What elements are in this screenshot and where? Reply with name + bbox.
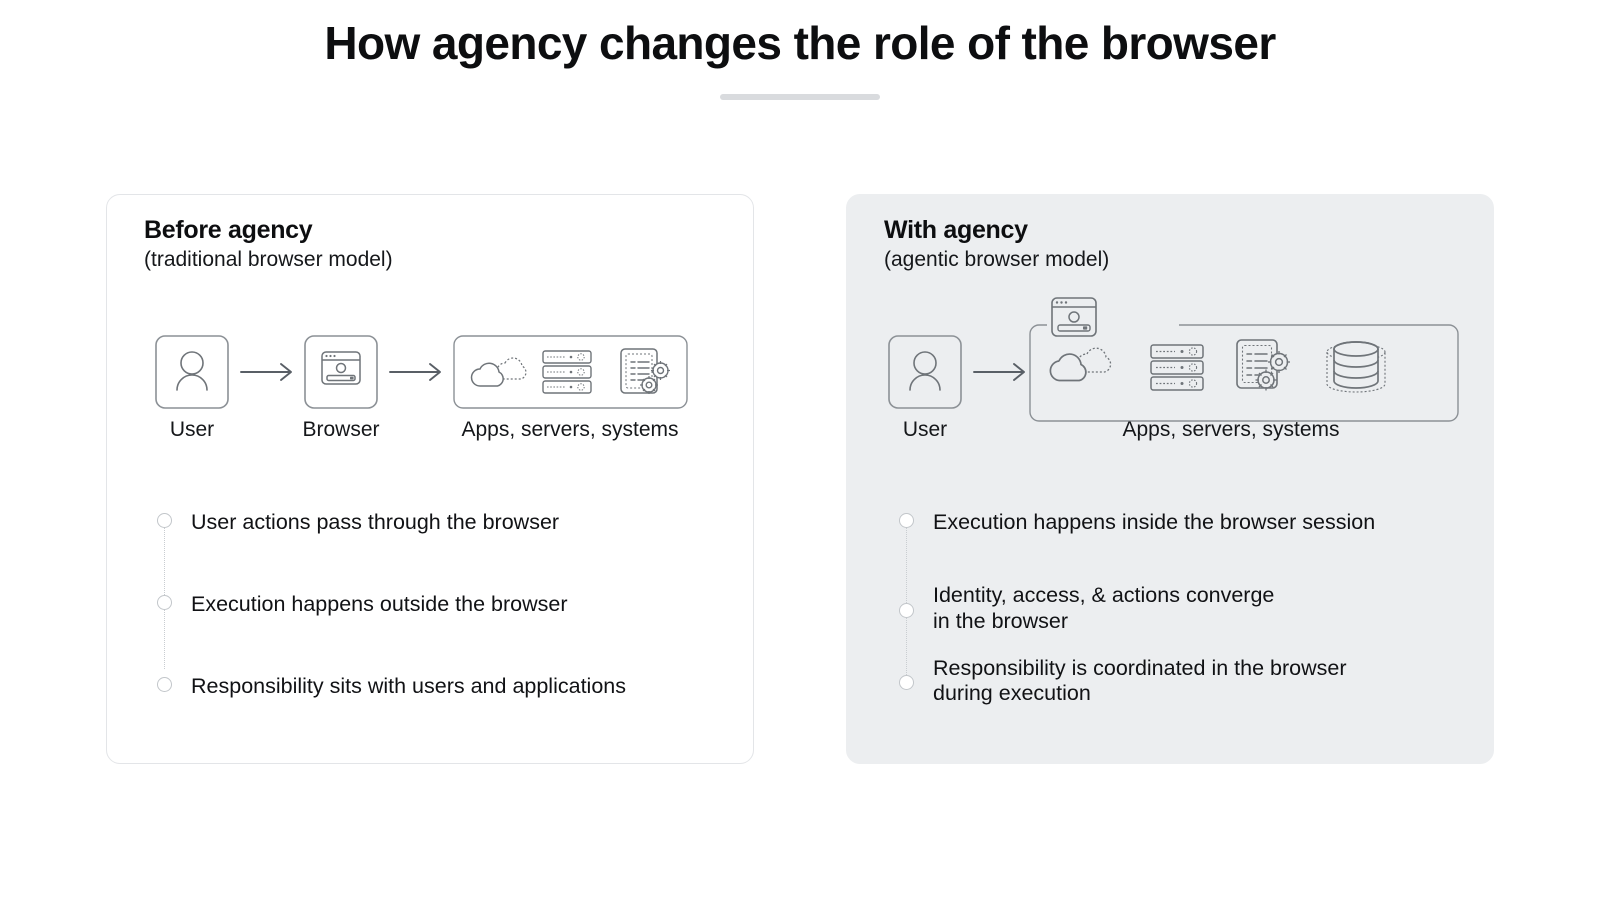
bullet-connector-line [906, 527, 907, 675]
bullet-item: User actions pass through the browser [157, 510, 727, 539]
browser-window-icon [321, 351, 361, 385]
diagram-with-agency: User Apps, servers, systems [869, 290, 1481, 460]
panel-with-agency: With agency (agentic browser model) [846, 194, 1494, 764]
panel-with-header: With agency (agentic browser model) [884, 215, 1109, 273]
bullet-label: Execution happens outside the browser [191, 592, 568, 616]
group-label-apps-servers-systems: Apps, servers, systems [1122, 418, 1339, 441]
bullet-list-with: Execution happens inside the browser ses… [899, 510, 1479, 708]
group-apps-servers-systems [911, 324, 1459, 422]
panel-before-subtitle: (traditional browser model) [144, 248, 393, 271]
panel-before-agency: Before agency (traditional browser model… [106, 194, 754, 764]
diagram-with-svg: User Apps, servers, systems [888, 297, 1459, 441]
document-gears-icon [1236, 339, 1290, 391]
bullet-item: Identity, access, & actions converge in … [899, 583, 1479, 635]
bullet-item: Responsibility sits with users and appli… [157, 674, 727, 703]
panel-with-title: With agency [884, 216, 1028, 244]
bullet-label: Execution happens inside the browser ses… [933, 510, 1376, 534]
panel-with-subtitle: (agentic browser model) [884, 248, 1110, 271]
database-icon [1326, 341, 1386, 393]
server-rack-icon [1150, 344, 1204, 391]
comparison-panels: Before agency (traditional browser model… [106, 194, 1494, 764]
cloud-icon [470, 357, 527, 387]
page-title: How agency changes the role of the brows… [324, 17, 1276, 69]
bullet-marker-icon [157, 595, 172, 610]
bullet-item: Execution happens outside the browser [157, 592, 727, 621]
title-divider [720, 93, 880, 100]
page-header: How agency changes the role of the brows… [0, 17, 1600, 100]
bullet-item: Responsibility is coordinated in the bro… [899, 655, 1479, 708]
bullet-label: Identity, access, & actions converge in … [933, 583, 1275, 633]
node-label-user: User [903, 418, 947, 441]
group-apps-servers-systems [453, 335, 688, 409]
bullet-marker-icon [899, 602, 914, 618]
bullet-item: Execution happens inside the browser ses… [899, 510, 1479, 539]
browser-window-icon [1051, 297, 1097, 337]
panel-before-title: Before agency [144, 216, 313, 244]
diagram-before-svg: User Browser Apps, servers, systems [155, 335, 688, 441]
arrow-browser-to-systems [389, 363, 441, 381]
bullet-label: Responsibility sits with users and appli… [191, 674, 626, 698]
cloud-icon [1049, 347, 1112, 382]
bullet-marker-icon [157, 677, 172, 692]
node-user [155, 335, 229, 409]
node-label-user: User [170, 418, 214, 441]
bullet-marker-icon [899, 513, 914, 528]
panel-before-header: Before agency (traditional browser model… [144, 215, 393, 273]
diagram-before-agency: User Browser Apps, servers, systems [155, 335, 755, 455]
group-label-apps-servers-systems: Apps, servers, systems [461, 418, 678, 441]
server-rack-icon [542, 350, 592, 394]
user-icon [909, 351, 941, 391]
bullet-label: Responsibility is coordinated in the bro… [933, 655, 1347, 706]
arrow-user-to-systems [973, 363, 1025, 381]
node-user [888, 335, 962, 409]
bullet-marker-icon [899, 675, 914, 691]
document-gears-icon [620, 348, 670, 394]
node-label-browser: Browser [302, 418, 379, 441]
arrow-user-to-browser [240, 363, 292, 381]
node-browser [304, 335, 378, 409]
user-icon [176, 351, 208, 391]
bullet-marker-icon [157, 513, 172, 528]
bullet-list-before: User actions pass through the browser Ex… [157, 510, 727, 703]
bullet-label: User actions pass through the browser [191, 510, 560, 534]
